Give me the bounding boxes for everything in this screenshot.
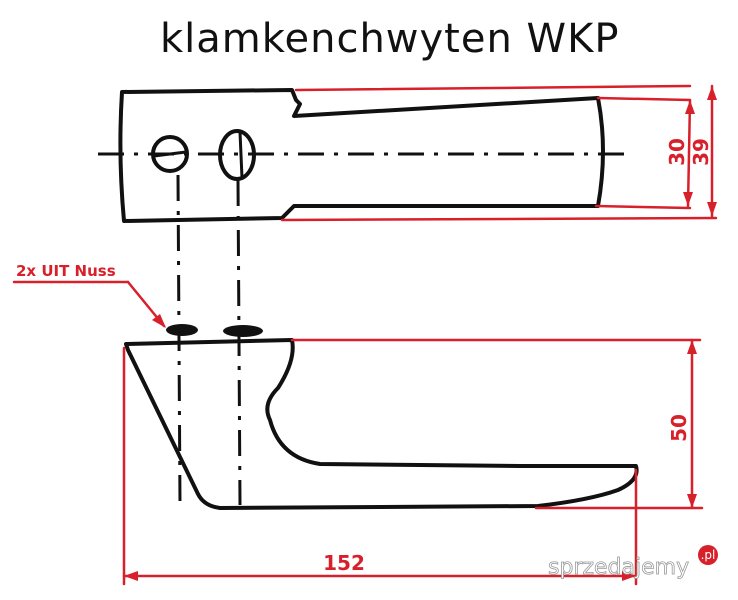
dimension-lines — [12, 84, 718, 586]
dim-line-30 — [686, 98, 692, 208]
drawing-title: klamkenchwyten WKP — [160, 16, 619, 62]
screw-slot-right — [238, 130, 244, 180]
nut-right — [223, 325, 263, 337]
dim-label-30: 30 — [665, 138, 689, 166]
projection-line-left — [176, 174, 182, 506]
dim-label-152: 152 — [323, 551, 365, 575]
dim-label-39: 39 — [689, 138, 713, 166]
watermark: sprzedajemy .pl — [548, 545, 718, 580]
nut-left — [166, 324, 198, 336]
side-view — [124, 324, 639, 510]
ext-line-bottom-outer — [280, 216, 718, 222]
handle-outline — [124, 338, 639, 510]
nut-note: 2x UIT Nuss — [16, 262, 116, 280]
ext-line-top-inner — [596, 96, 692, 102]
ext-line-bottom-inner — [594, 204, 692, 210]
dim-label-50: 50 — [667, 414, 691, 442]
watermark-badge — [698, 545, 718, 565]
top-view — [98, 88, 630, 223]
ext-line-top-outer — [294, 84, 692, 92]
watermark-tld: .pl — [701, 548, 716, 562]
watermark-brand: sprzedajemy — [548, 555, 689, 580]
